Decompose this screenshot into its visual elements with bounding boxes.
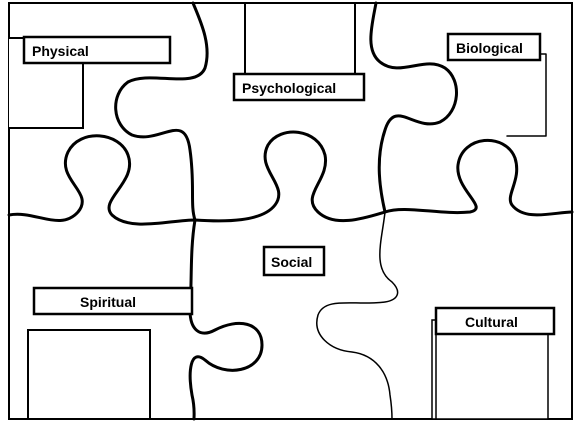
label-psychological: Psychological	[232, 72, 366, 102]
piece-edge-biological-left	[369, 1, 458, 214]
label-box-social	[262, 245, 326, 277]
label-box-physical	[22, 35, 172, 65]
label-social: Social	[262, 245, 326, 277]
label-box-psychological	[232, 72, 366, 102]
label-cultural: Cultural	[434, 306, 556, 336]
label-box-biological	[446, 32, 542, 62]
label-physical: Physical	[22, 35, 172, 65]
label-text-physical: Physical	[32, 43, 89, 59]
label-text-cultural: Cultural	[465, 314, 518, 330]
label-spiritual: Spiritual	[32, 286, 194, 316]
piece-edge-social-right	[316, 211, 399, 420]
label-text-spiritual: Spiritual	[80, 294, 136, 310]
label-text-biological: Biological	[456, 40, 523, 56]
piece-edge-middle-seam	[7, 130, 574, 226]
piece-edge-physical-right	[114, 1, 209, 222]
label-box-spiritual	[32, 286, 194, 316]
spiritual-window	[27, 329, 151, 420]
label-text-psychological: Psychological	[242, 80, 336, 96]
label-box-cultural	[434, 306, 556, 336]
label-text-social: Social	[271, 254, 312, 270]
label-biological: Biological	[446, 32, 542, 62]
cultural-window	[431, 319, 549, 420]
